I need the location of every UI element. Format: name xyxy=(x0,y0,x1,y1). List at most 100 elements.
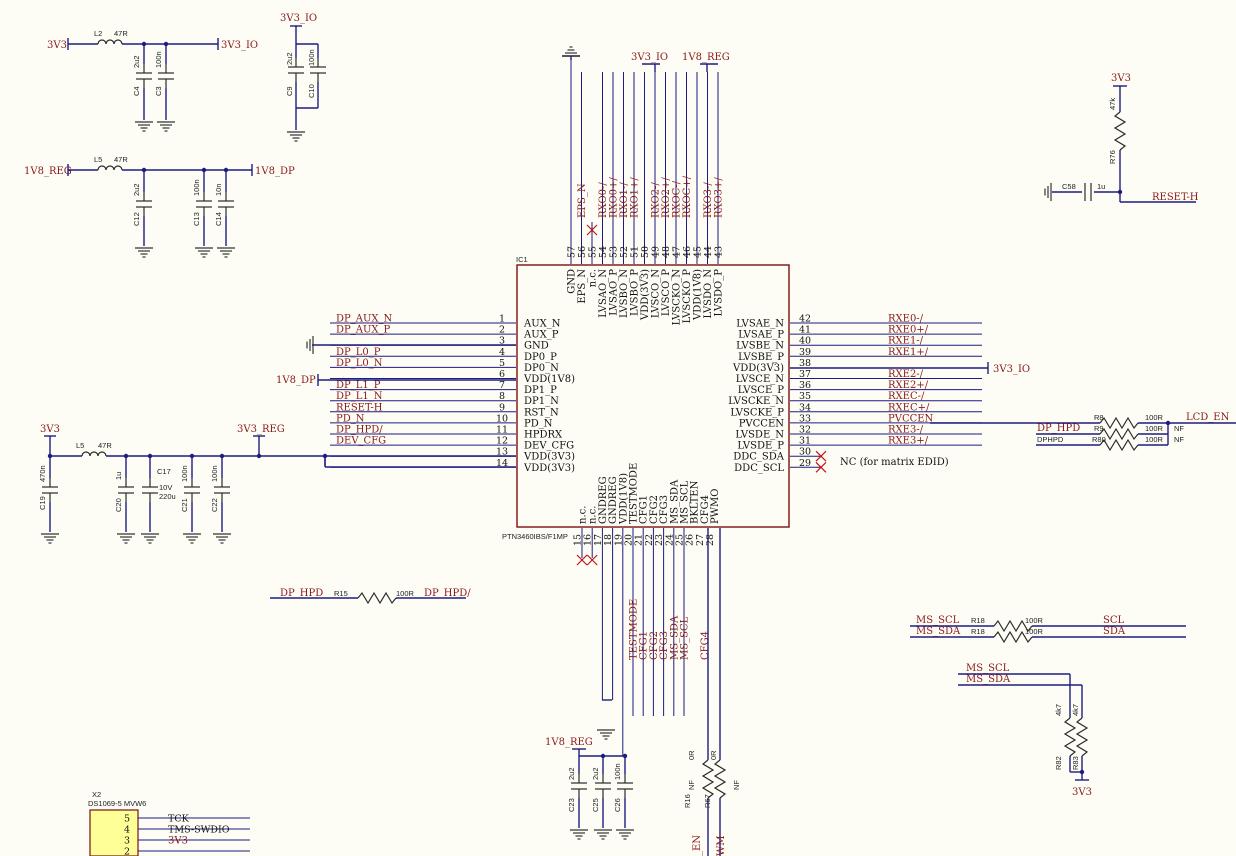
svg-text:MS_SCL: MS_SCL xyxy=(916,615,960,626)
svg-text:1V8_DP: 1V8_DP xyxy=(255,166,295,177)
svg-text:R16: R16 xyxy=(683,794,692,808)
svg-text:C58: C58 xyxy=(1062,182,1076,191)
svg-text:100n: 100n xyxy=(307,49,316,66)
pin-number: 57 xyxy=(567,246,578,258)
pin-number: 31 xyxy=(799,436,811,447)
svg-text:C3: C3 xyxy=(154,86,163,96)
ic-right-power: 3V3_IO xyxy=(790,362,1030,375)
pin-number: 56 xyxy=(577,246,588,258)
svg-text:100n: 100n xyxy=(154,51,163,68)
pin-name: PWMO xyxy=(710,489,721,524)
svg-text:C19: C19 xyxy=(38,496,47,510)
connector-pin-number: 3 xyxy=(124,836,130,847)
pin-number: 50 xyxy=(640,246,651,258)
net-label: DP_L1_P xyxy=(336,380,381,391)
svg-text:2u2: 2u2 xyxy=(132,183,141,196)
svg-text:3V3: 3V3 xyxy=(1111,73,1131,84)
net-label: RXE2+/ xyxy=(888,380,929,391)
svg-text:NF: NF xyxy=(687,780,696,790)
svg-text:R80: R80 xyxy=(1092,435,1106,444)
pin-name: MS_SCL xyxy=(680,480,691,524)
net-label: DP_L1_N xyxy=(336,391,383,402)
svg-text:R9: R9 xyxy=(1094,424,1104,433)
net-label: RXO0+/ xyxy=(609,177,620,218)
connector-pin-net: TMS-SWDIO xyxy=(168,825,230,836)
svg-text:RESET-H: RESET-H xyxy=(1152,192,1199,203)
net-label: RXEC-/ xyxy=(888,391,925,402)
svg-text:DP_HPD: DP_HPD xyxy=(280,588,323,599)
pin-number: 41 xyxy=(799,325,811,336)
net-label: RXE0-/ xyxy=(888,314,924,325)
svg-text:47k: 47k xyxy=(1108,98,1117,110)
pin-number: 46 xyxy=(682,246,693,258)
svg-text:R67: R67 xyxy=(703,794,712,808)
svg-text:R76: R76 xyxy=(1108,150,1117,164)
svg-text:L2: L2 xyxy=(94,29,102,38)
svg-text:2u2: 2u2 xyxy=(567,767,576,780)
svg-text:DPHPD: DPHPD xyxy=(1037,435,1064,444)
pin-name: VDD(1V8) xyxy=(693,269,704,321)
connector-pin-number: 5 xyxy=(124,814,130,825)
resistor-r8 xyxy=(1099,416,1139,430)
svg-text:1V8_DP: 1V8_DP xyxy=(276,375,316,386)
reset-rc: 3V3 47k R76 C58 1u RESET-H xyxy=(1044,73,1199,203)
pin-number: 49 xyxy=(651,246,662,258)
svg-text:47R: 47R xyxy=(114,29,128,38)
svg-text:100R: 100R xyxy=(1025,616,1044,625)
net-label: CFG2 xyxy=(649,631,660,660)
pin-name: VDD(3V3) xyxy=(640,269,651,321)
svg-text:R18: R18 xyxy=(971,616,985,625)
pin-name: MS_SDA xyxy=(669,479,680,524)
pin-name: LVSAE_P xyxy=(738,330,784,341)
svg-text:100R: 100R xyxy=(1025,627,1044,636)
net-label: RXO2+/ xyxy=(661,177,672,218)
net-3v3-in: 3V3 xyxy=(47,40,67,51)
pin-number: 44 xyxy=(703,246,714,258)
svg-text:SDA: SDA xyxy=(1103,626,1126,637)
net-label: RXO3+/ xyxy=(714,177,725,218)
ic-left-power: 1V8_DP xyxy=(276,335,516,468)
svg-text:R15: R15 xyxy=(334,589,348,598)
svg-text:0R: 0R xyxy=(709,750,718,760)
svg-text:C22: C22 xyxy=(210,498,219,512)
filter-1v8-dp: 1V8_REG 1V8_DP L5 47R C12 2u2 C13 100n C… xyxy=(24,155,295,258)
svg-text:C25: C25 xyxy=(591,798,600,812)
net-label: DP_HPD/ xyxy=(336,425,383,436)
svg-text:R83: R83 xyxy=(1071,756,1080,770)
ic-body xyxy=(516,264,790,528)
resistor-r76 xyxy=(1113,111,1127,151)
svg-text:47R: 47R xyxy=(114,155,128,164)
net-label: PVCCEN xyxy=(888,413,934,424)
svg-text:C4: C4 xyxy=(132,86,141,96)
pin-name: GNDREG xyxy=(608,476,619,524)
svg-text:MS_SCL: MS_SCL xyxy=(966,663,1010,674)
connector-body xyxy=(89,809,139,856)
filter-3v3-io: 3V3 3V3_IO L2 47R C4 2u2 C3 100n xyxy=(47,29,258,132)
pin-number: 17 xyxy=(593,534,604,546)
i2c-series-resistors: MS_SCL MS_SDA R18 R18 100R 100R SCL SDA xyxy=(910,615,1186,644)
net-label: MS_SCL xyxy=(680,616,691,660)
pin-name: DDC_SCL xyxy=(734,463,784,474)
svg-text:DS1069-5 MVW6: DS1069-5 MVW6 xyxy=(88,799,146,808)
pin-name: LVSAO_N xyxy=(598,269,609,318)
pin-name: GND xyxy=(567,269,578,294)
pin-number: 1 xyxy=(499,314,505,325)
pin-number: 18 xyxy=(603,534,614,546)
pin-number: 52 xyxy=(619,246,630,258)
pin-name: LVSCKO_P xyxy=(682,269,693,324)
svg-text:100n: 100n xyxy=(192,179,201,196)
pin-number: 40 xyxy=(799,336,811,347)
pin-number: 26 xyxy=(685,534,696,546)
svg-text:4k7: 4k7 xyxy=(1054,704,1063,716)
net-3v3-io-out: 3V3_IO xyxy=(221,40,258,51)
connector-pin-number: 4 xyxy=(124,825,130,836)
pin-number: 47 xyxy=(672,246,683,258)
svg-text:C21: C21 xyxy=(180,498,189,512)
net-label: DEV_CFG xyxy=(336,436,386,447)
pin-name: DP0_N xyxy=(524,363,559,374)
pin-number: 29 xyxy=(799,458,811,469)
pin-number: 12 xyxy=(496,436,508,447)
